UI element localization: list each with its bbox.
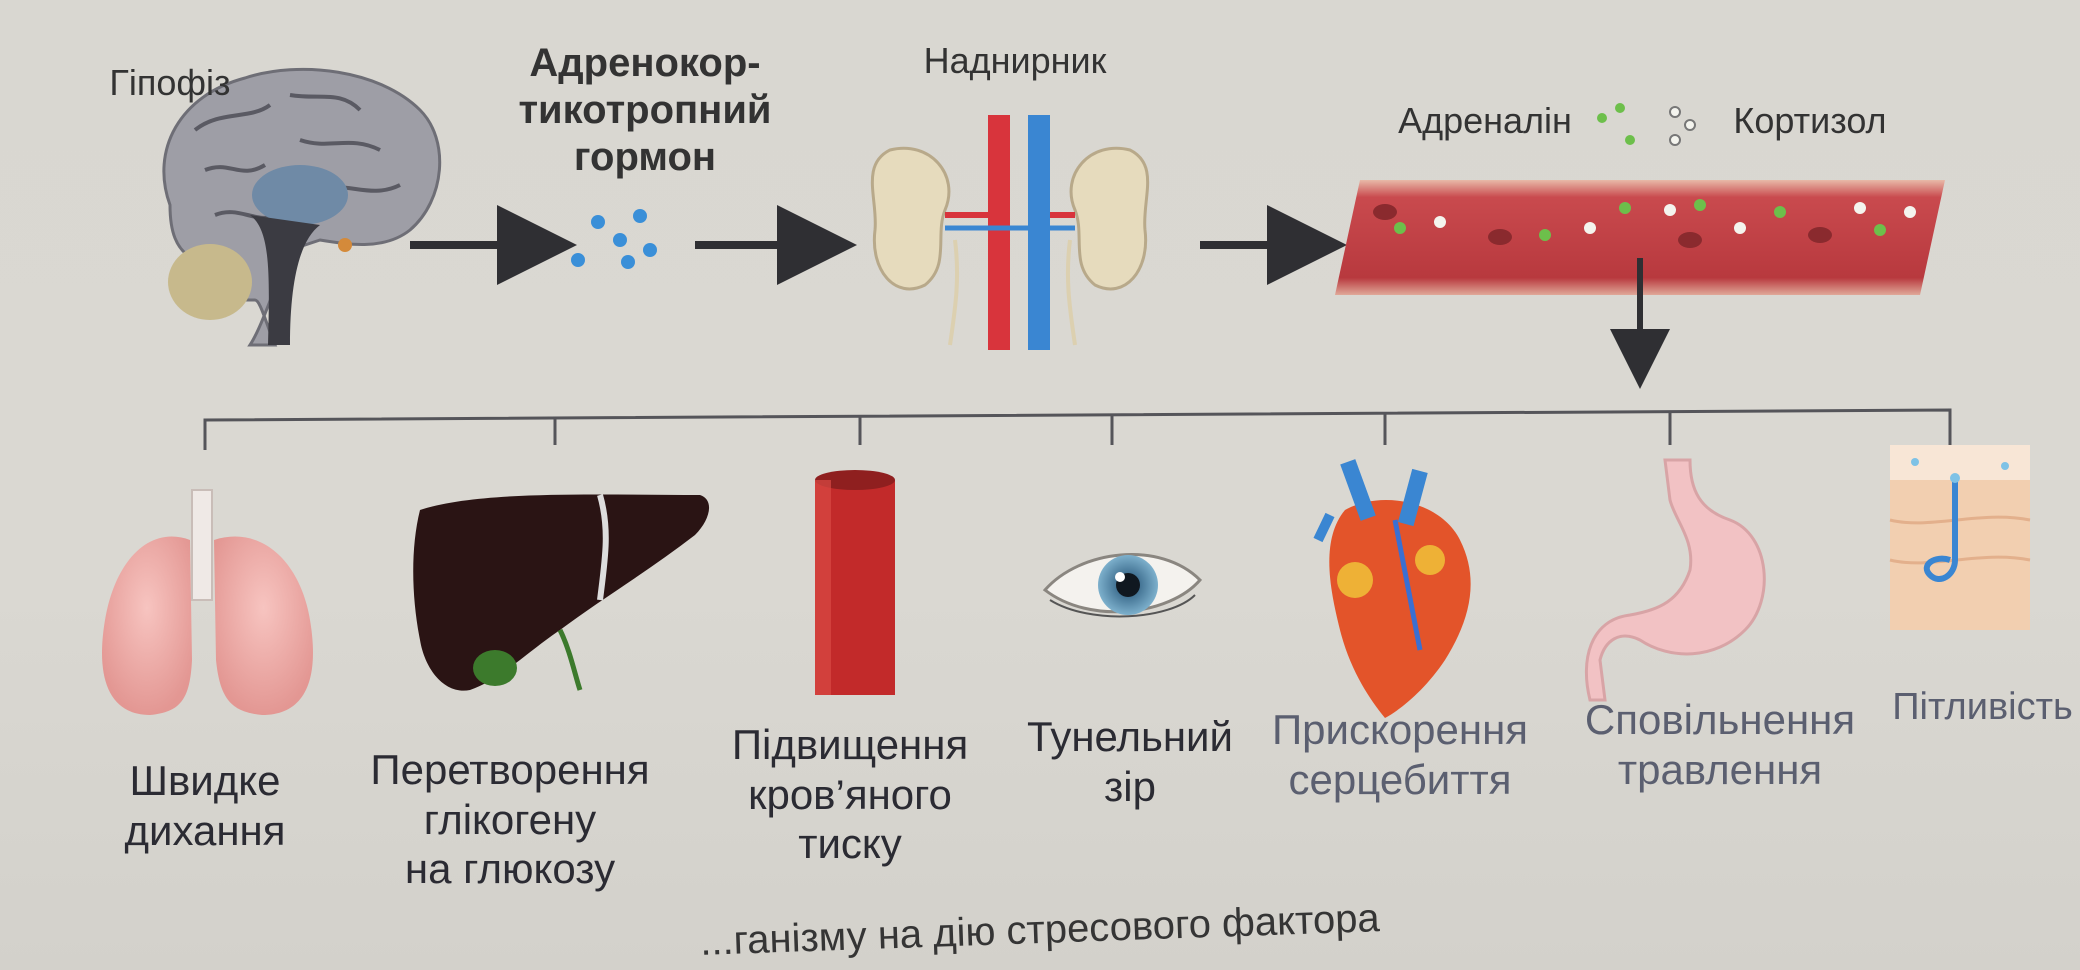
stomach-icon (1584, 458, 1766, 702)
acth-molecules (571, 209, 657, 269)
cortisol-label: Кортизол (1733, 100, 1887, 141)
effect-label-breathing: Швидке дихання (124, 757, 286, 854)
adrenal-kidneys-icon (870, 115, 1150, 350)
adrenal-label: Наднирник (923, 40, 1107, 81)
brain-icon (162, 67, 442, 347)
effect-label-tunnel-vision: Тунельний зір (1027, 713, 1233, 810)
effect-label-sweating: Пітливість (1892, 686, 2073, 728)
effect-label-digestion: Сповільнення травлення (1584, 696, 1856, 793)
heart-icon (1313, 459, 1471, 718)
adrenaline-label: Адреналін (1398, 100, 1572, 141)
effects-bracket (203, 408, 1952, 450)
liver-icon (413, 494, 710, 691)
acth-label: Адренокор- тикотропний гормон (518, 41, 772, 180)
skin-icon (1889, 445, 2031, 630)
effect-label-glycogen: Перетворення глікогену на глюкозу (370, 746, 650, 893)
blood-vessel-hormones (1335, 180, 1945, 295)
cortisol-legend-dots (1669, 106, 1696, 146)
pituitary-label: Гіпофіз (109, 62, 231, 103)
adrenaline-legend-dots (1597, 103, 1635, 145)
effect-label-blood-pressure: Підвищення кров’яного тиску (731, 721, 969, 868)
eye-icon (1042, 553, 1203, 618)
blood-vessel-icon (815, 470, 895, 695)
effect-label-heartbeat: Прискорення серцебиття (1271, 706, 1529, 803)
lungs-icon (102, 489, 313, 715)
